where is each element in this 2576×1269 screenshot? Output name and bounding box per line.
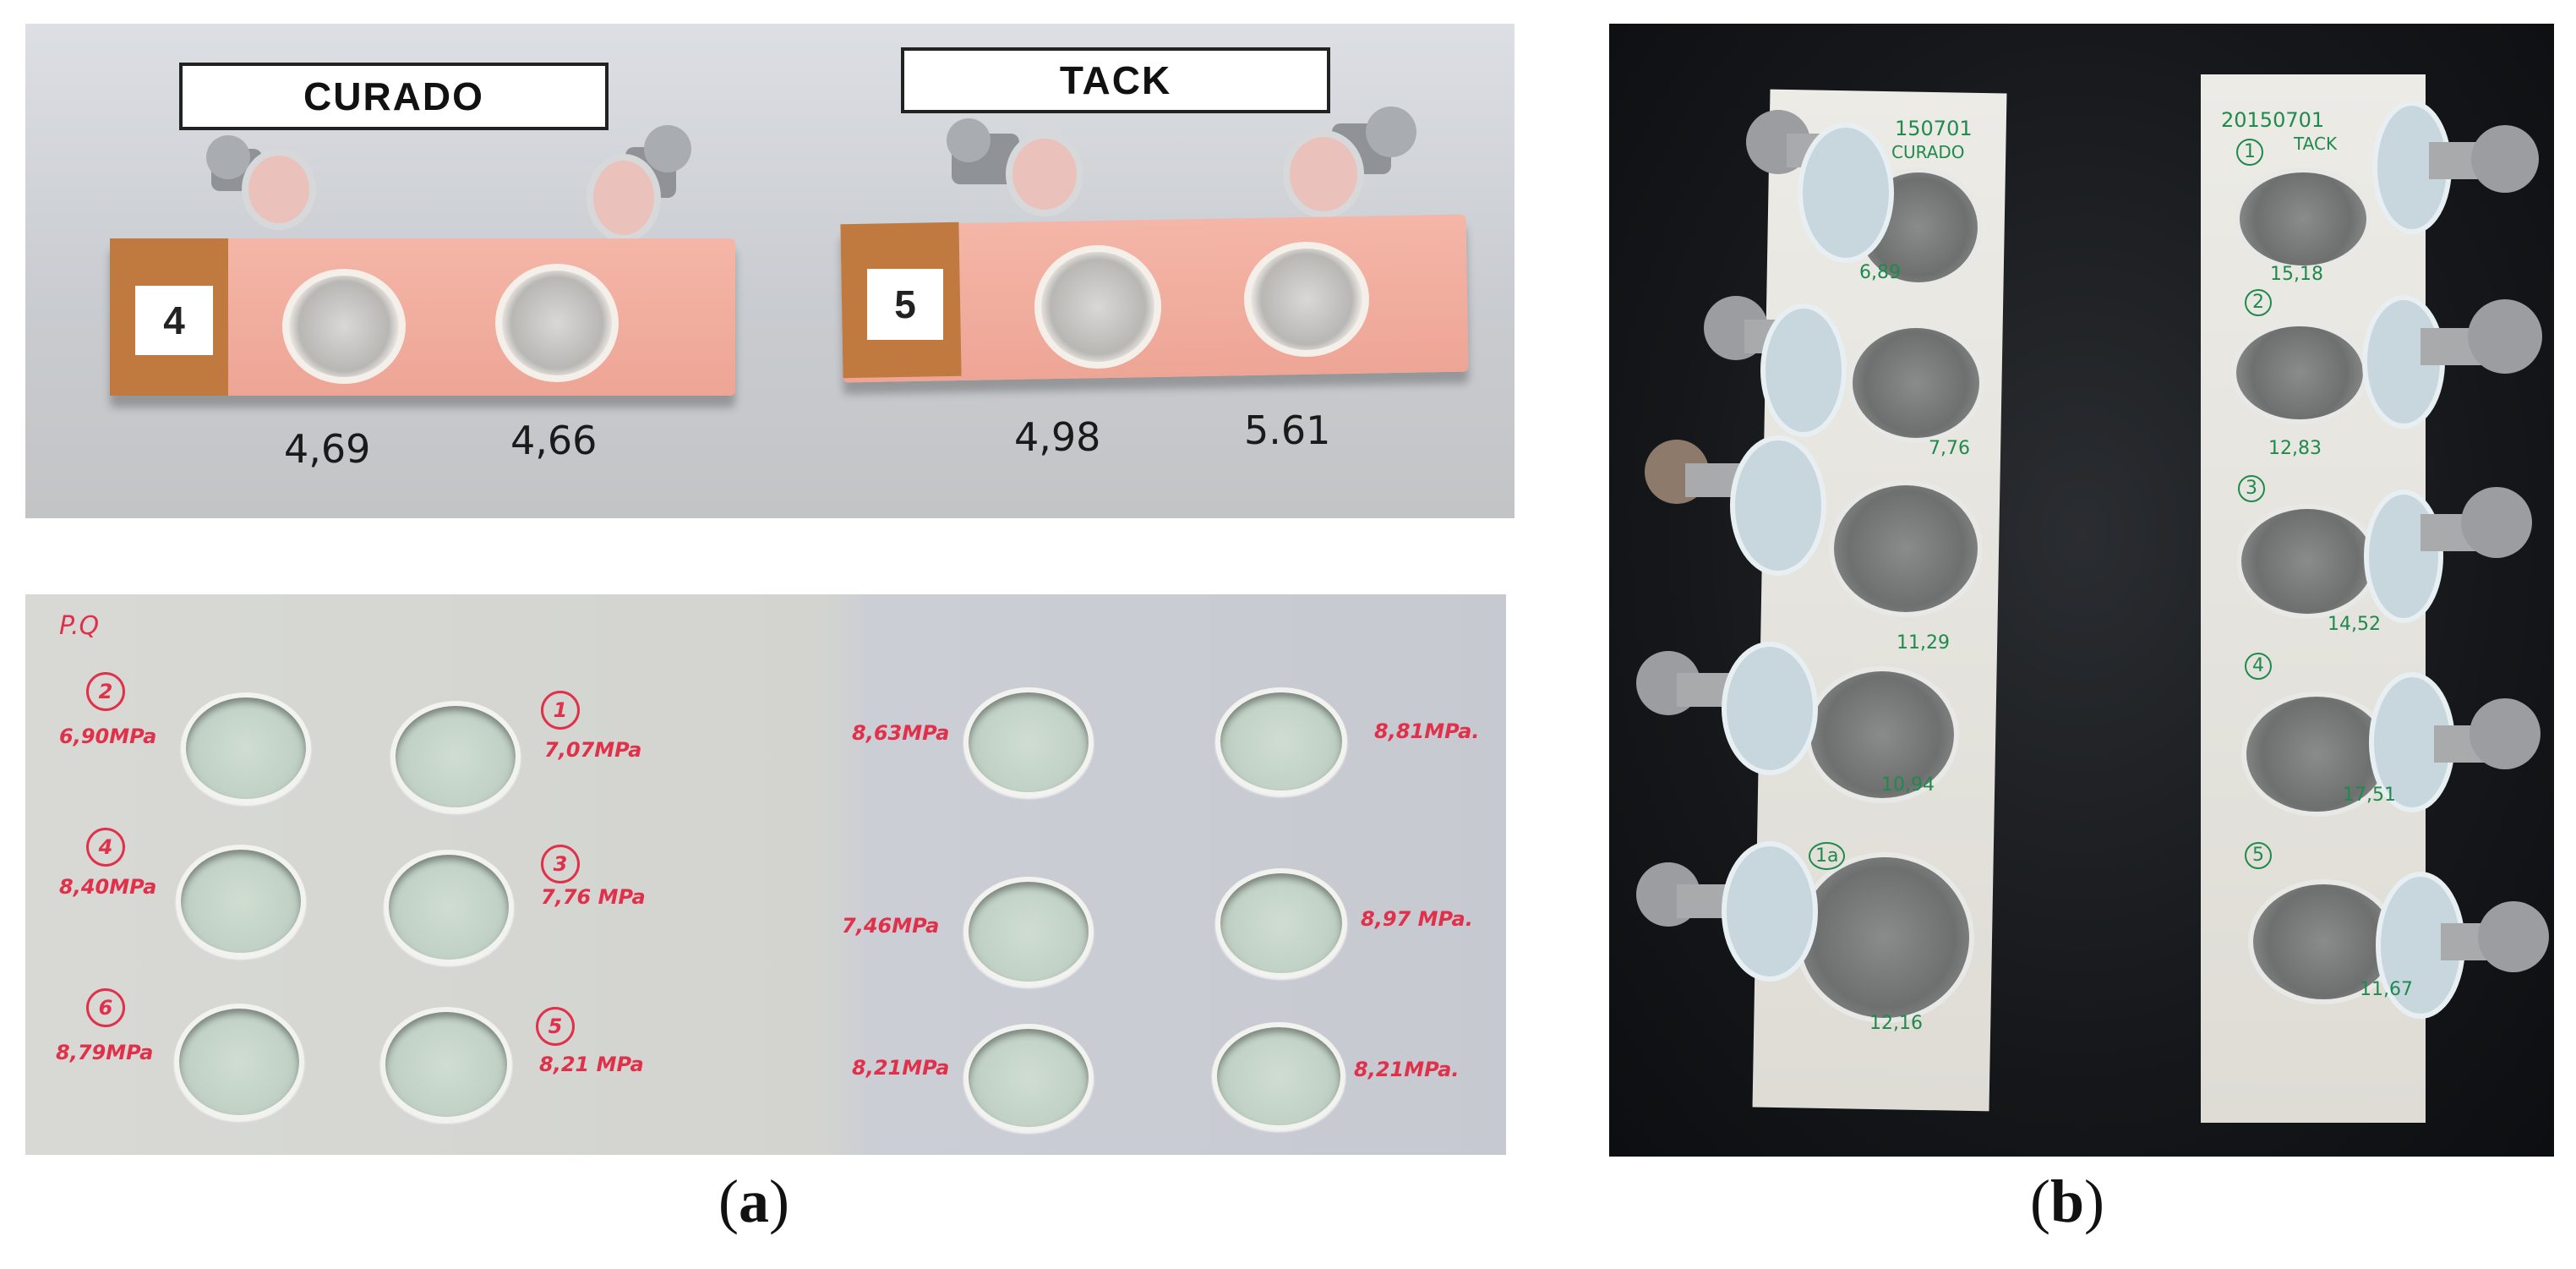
value-well: 8,21 MPa	[539, 1053, 644, 1076]
value-spot: 14,52	[2328, 614, 2381, 635]
strip-tag: 5	[867, 269, 943, 340]
value-spot: 11,29	[1897, 632, 1950, 654]
photo-test-panel: P.Q 2 1 4 3 6 5 6,90MPa 7,07MPa 8,40MPa …	[25, 594, 1506, 1155]
ball-dolly	[1636, 642, 1818, 775]
pull-off-spot	[1034, 245, 1161, 369]
test-well	[963, 687, 1094, 797]
value-well: 8,40MPa	[59, 875, 157, 899]
corner-note: P.Q	[59, 611, 100, 641]
value-spot: 15,18	[2270, 264, 2323, 285]
strip-header: TACK	[2294, 134, 2338, 154]
pull-off-spot	[1244, 242, 1369, 357]
pull-off-spot	[2248, 879, 2399, 1004]
marker-circle: 2	[2245, 289, 2272, 316]
value-tack-1: 4,98	[1014, 414, 1101, 460]
test-well	[1215, 687, 1347, 796]
test-well	[380, 1007, 512, 1122]
ball-dolly	[1704, 296, 1847, 437]
value-spot: 12,16	[1869, 1013, 1923, 1034]
marker-circle: 2	[86, 672, 125, 711]
marker-circle: 6	[86, 988, 125, 1027]
value-well: 7,76 MPa	[541, 885, 646, 909]
photo-curado-tack: CURADO TACK 4 5 4,69 4,66 4,98 5.61	[25, 24, 1514, 518]
pull-off-spot	[495, 264, 619, 382]
test-dolly	[947, 118, 1083, 216]
caption-a: (a)	[718, 1168, 789, 1235]
value-curado-2: 4,66	[510, 418, 598, 463]
label-curado: CURADO	[179, 63, 609, 130]
value-curado-1: 4,69	[284, 426, 371, 472]
test-well	[181, 692, 311, 804]
ball-dolly	[2372, 101, 2539, 234]
value-spot: 6,89	[1859, 262, 1901, 283]
ball-dolly	[1746, 110, 1894, 263]
test-dolly	[1283, 107, 1416, 218]
test-dolly	[587, 125, 691, 242]
ball-dolly	[2376, 872, 2549, 1019]
pull-off-spot	[2236, 504, 2378, 619]
ball-dolly	[1636, 841, 1818, 982]
value-spot: 12,83	[2268, 438, 2322, 459]
value-well: 8,21MPa	[852, 1056, 950, 1080]
value-spot: 11,67	[2360, 979, 2413, 1000]
test-dolly	[206, 135, 316, 230]
value-well: 7,46MPa	[842, 914, 940, 938]
strip-header: 150701	[1895, 117, 1973, 140]
marker-circle: 5	[2245, 842, 2272, 869]
value-well: 8,97 MPa.	[1361, 907, 1473, 931]
marker-circle: 4	[86, 828, 125, 867]
ball-dolly	[1645, 435, 1826, 576]
caption-a-letter: a	[738, 1168, 769, 1235]
label-tack: TACK	[901, 47, 1330, 113]
marker-circle: 3	[2238, 475, 2265, 502]
test-well	[174, 1004, 304, 1120]
pull-off-spot	[2231, 321, 2368, 424]
test-well	[963, 1024, 1094, 1132]
pull-off-spot	[2235, 167, 2371, 271]
pull-off-spot	[1805, 666, 1959, 803]
pull-off-spot	[282, 269, 406, 384]
value-well: 8,81MPa.	[1374, 719, 1480, 743]
pull-off-spot	[2241, 692, 2392, 817]
value-spot: 7,76	[1929, 438, 1970, 459]
ball-dolly	[2364, 487, 2532, 623]
test-well	[1212, 1022, 1345, 1130]
strip-header: 20150701	[2221, 108, 2325, 132]
value-well: 8,21MPa.	[1354, 1058, 1460, 1081]
test-well	[963, 877, 1094, 987]
value-well: 7,07MPa	[544, 738, 642, 762]
marker-circle: 4	[2245, 653, 2272, 680]
caption-b: (b)	[2030, 1168, 2105, 1235]
value-well: 6,90MPa	[59, 725, 157, 748]
ball-dolly	[2369, 672, 2541, 812]
marker-circle: 1	[2236, 139, 2263, 166]
ball-dolly	[2362, 295, 2542, 429]
marker-circle: 1	[541, 691, 580, 730]
value-well: 8,79MPa	[56, 1041, 154, 1064]
marker-circle: 1a	[1809, 842, 1846, 870]
value-tack-2: 5.61	[1244, 408, 1331, 453]
photo-pulloff-strips: 150701 CURADO 6,89 7,76 11,29 10,94 12,1…	[1609, 24, 2554, 1157]
value-well: 8,63MPa	[852, 721, 950, 745]
test-well	[390, 701, 521, 812]
test-well	[176, 845, 306, 958]
marker-circle: 5	[536, 1007, 575, 1046]
pull-off-spot	[1847, 323, 1984, 443]
value-spot: 17,51	[2343, 785, 2396, 806]
strip-header: CURADO	[1891, 142, 1965, 162]
test-well	[1215, 868, 1347, 978]
caption-b-letter: b	[2049, 1168, 2085, 1235]
pull-off-spot	[1829, 480, 1983, 617]
strip-tag: 4	[135, 286, 213, 355]
value-spot: 10,94	[1881, 774, 1935, 796]
test-well	[384, 850, 514, 965]
marker-circle: 3	[541, 845, 580, 883]
